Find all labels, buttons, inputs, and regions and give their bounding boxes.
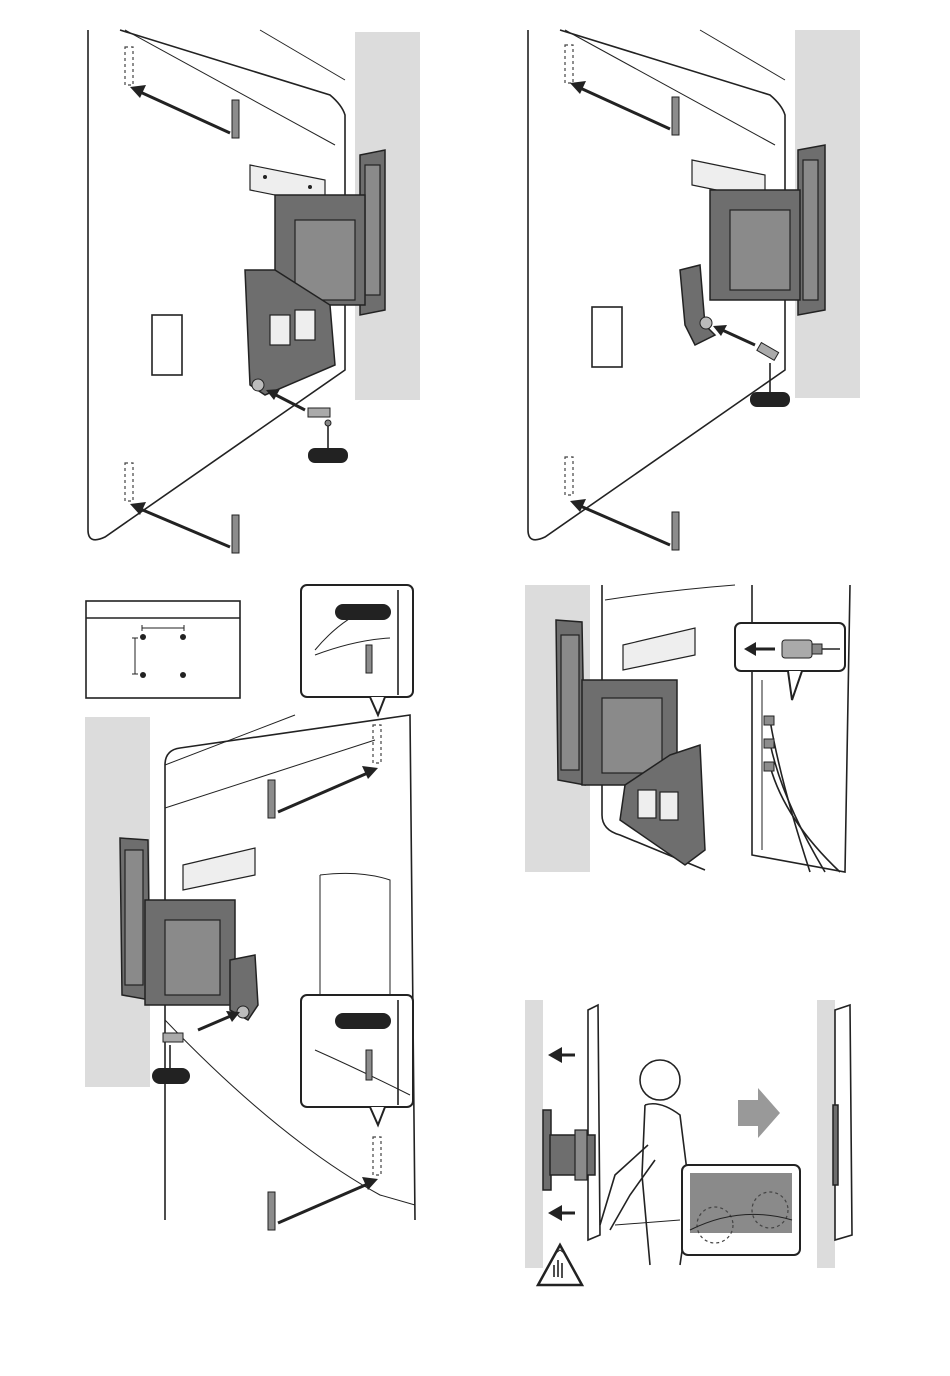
step-4-illustration (520, 580, 860, 875)
person-icon (600, 1060, 690, 1265)
mount-slot-top (373, 725, 381, 763)
bracket-bar-top (268, 780, 275, 818)
mounted-bracket (833, 1105, 838, 1185)
callout-label-pill-top (335, 604, 391, 620)
wall-plate (623, 628, 695, 670)
tv-side-left (588, 1005, 600, 1240)
panel-step-2 (520, 25, 870, 555)
left-arrow-icon (548, 1047, 575, 1063)
step-3-illustration (80, 580, 430, 1240)
caution-hand-icon (538, 1245, 582, 1285)
mount-slot-top (125, 47, 133, 85)
label-pill (152, 1068, 190, 1084)
insert-arrow-bottom (278, 1183, 370, 1223)
panel-step-1 (80, 25, 430, 555)
insert-arrow-top (278, 772, 370, 812)
insert-arrow-bottom (138, 508, 230, 547)
insert-arrow-top (578, 87, 670, 129)
wall-left (525, 1000, 543, 1268)
mount-slot-top (565, 45, 573, 83)
screw-icon (163, 1011, 240, 1070)
bracket-bar-top (672, 97, 679, 135)
insert-arrow-bottom (578, 505, 670, 545)
tv-rear-port (152, 315, 182, 375)
wall-plate (183, 848, 255, 890)
bracket-bar-bottom (232, 515, 239, 553)
insert-arrow-top (138, 91, 230, 133)
screw-icon (713, 325, 779, 393)
step-1-illustration (80, 25, 430, 555)
screw-icon (266, 389, 331, 450)
left-arrow-icon (548, 1205, 575, 1221)
panel-step-5 (520, 995, 865, 1295)
right-arrow-icon (738, 1088, 780, 1138)
panel-step-3 (80, 580, 430, 1240)
top-callout (301, 585, 413, 715)
hole-pattern-box (86, 601, 240, 698)
panel-step-4 (520, 580, 860, 875)
label-pill (308, 448, 348, 463)
step-5-illustration (520, 995, 865, 1295)
tv-rear-port (592, 307, 622, 367)
mount-slot-bottom (125, 463, 133, 501)
label-pill (750, 392, 790, 407)
bracket-bar-bottom (672, 512, 679, 550)
bracket-bar-top (232, 100, 239, 138)
mount-slot-bottom (373, 1137, 381, 1175)
callout-label-pill-bottom (335, 1013, 391, 1029)
mount-slot-bottom (565, 457, 573, 495)
bottom-callout (301, 995, 413, 1125)
step-2-illustration (520, 25, 870, 555)
bracket-bar-bottom (268, 1192, 275, 1230)
